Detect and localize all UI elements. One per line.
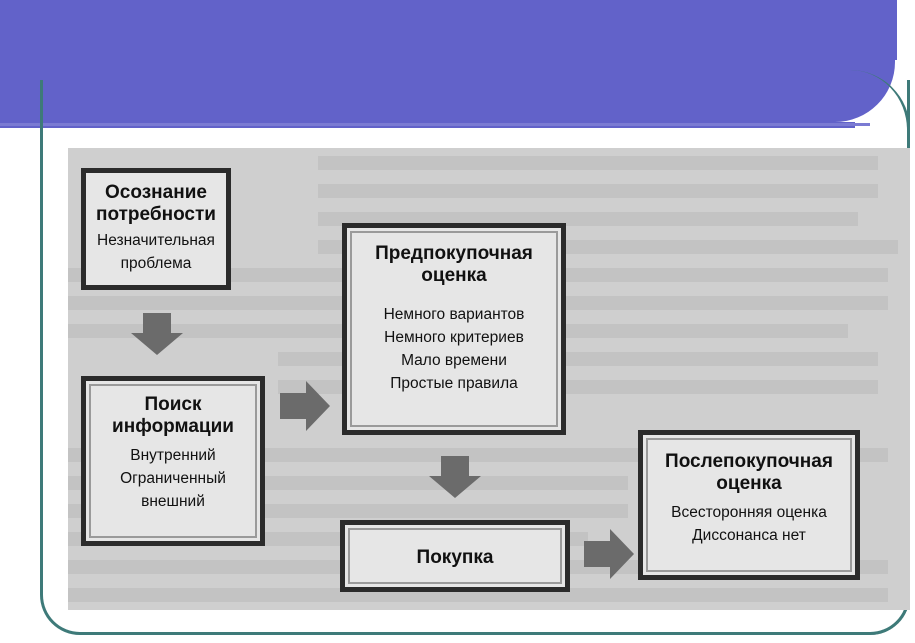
awareness-title-1: Осознание bbox=[105, 182, 207, 203]
awareness-line-1: Незначительная bbox=[97, 232, 215, 249]
post-evaluation-title-1: Послепокупочная bbox=[665, 451, 833, 472]
pre-evaluation-title-2: оценка bbox=[421, 265, 487, 286]
diagram-scan: Осознание потребности Незначительная про… bbox=[68, 148, 910, 610]
arrow-right-to-pre-evaluation bbox=[280, 381, 330, 431]
search-line-1: Внутренний bbox=[130, 447, 216, 464]
arrow-down-to-search bbox=[131, 313, 183, 355]
box-post-evaluation: Послепокупочная оценка Всесторонняя оцен… bbox=[638, 430, 860, 580]
arrow-right-to-post-evaluation bbox=[584, 529, 634, 579]
box-purchase: Покупка bbox=[340, 520, 570, 592]
awareness-title-2: потребности bbox=[96, 204, 216, 225]
awareness-line-2: проблема bbox=[120, 255, 192, 272]
pre-evaluation-line-2: Немного критериев bbox=[384, 329, 524, 346]
search-title-1: Поиск bbox=[144, 394, 202, 415]
search-line-3: внешний bbox=[141, 493, 205, 510]
post-evaluation-line-1: Всесторонняя оценка bbox=[671, 504, 827, 521]
pre-evaluation-title-1: Предпокупочная bbox=[375, 243, 533, 264]
search-title-2: информации bbox=[112, 416, 234, 437]
post-evaluation-title-2: оценка bbox=[716, 473, 782, 494]
box-awareness: Осознание потребности Незначительная про… bbox=[81, 168, 231, 290]
header-divider bbox=[0, 123, 870, 126]
search-line-2: Ограниченный bbox=[120, 470, 226, 487]
pre-evaluation-line-3: Мало времени bbox=[401, 352, 507, 369]
box-pre-evaluation: Предпокупочная оценка Немного вариантов … bbox=[342, 223, 566, 435]
post-evaluation-line-2: Диссонанса нет bbox=[692, 527, 806, 544]
pre-evaluation-line-4: Простые правила bbox=[390, 375, 518, 392]
pre-evaluation-line-1: Немного вариантов bbox=[383, 306, 525, 323]
arrow-down-to-purchase bbox=[429, 456, 481, 498]
box-search: Поиск информации Внутренний Ограниченный… bbox=[81, 376, 265, 546]
purchase-title: Покупка bbox=[416, 547, 494, 568]
